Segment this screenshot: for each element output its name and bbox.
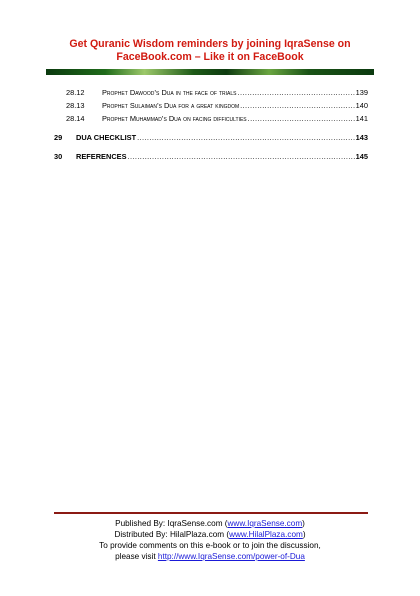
toc-dot-leader — [238, 86, 355, 99]
promo-header-line-1: Get Quranic Wisdom reminders by joining … — [69, 38, 351, 50]
page-footer: Published By: IqraSense.com (www.IqraSen… — [0, 518, 420, 562]
hilalplaza-link[interactable]: www.HilalPlaza.com — [229, 530, 303, 539]
footer-visit-label: please visit — [115, 552, 158, 561]
footer-distributed-suffix: ) — [302, 530, 306, 539]
toc-entry-title: Prophet Muhammad’s Dua on facing difficu… — [102, 114, 247, 123]
toc-entry-number: 28.14 — [66, 114, 85, 123]
toc-entry-number: 30 — [54, 152, 63, 161]
footer-published-line: Published By: IqraSense.com (www.IqraSen… — [0, 518, 420, 529]
toc-entry-page: 140 — [355, 101, 368, 110]
toc-entry-number: 29 — [54, 133, 63, 142]
toc-dot-leader — [248, 112, 355, 125]
toc-entry-title: Prophet Sulaiman’s Dua for a great kingd… — [102, 101, 240, 110]
toc-dot-leader — [240, 99, 355, 112]
footer-published-label: Published By: IqraSense.com ( — [115, 519, 228, 528]
table-of-contents: 28.12 Prophet Dawood’s Dua in the face o… — [54, 86, 368, 163]
toc-entry-page: 139 — [355, 88, 368, 97]
toc-entry-30[interactable]: 30 REFERENCES 145 — [54, 150, 368, 163]
toc-entry-title: Prophet Dawood’s Dua in the face of tria… — [102, 88, 237, 97]
toc-entry-title: REFERENCES — [76, 152, 127, 161]
toc-entry-number: 28.13 — [66, 101, 85, 110]
toc-entry-28-13[interactable]: 28.13 Prophet Sulaiman’s Dua for a great… — [54, 99, 368, 112]
toc-dot-leader — [137, 131, 355, 144]
footer-comments-line: To provide comments on this e-book or to… — [99, 541, 321, 550]
toc-dot-leader — [128, 150, 355, 163]
decorative-banner — [46, 69, 374, 75]
promo-header: Get Quranic Wisdom reminders by joining … — [0, 38, 420, 64]
footer-distributed-line: Distributed By: HilalPlaza.com (www.Hila… — [0, 529, 420, 540]
toc-entry-page: 143 — [355, 133, 368, 142]
toc-entry-28-14[interactable]: 28.14 Prophet Muhammad’s Dua on facing d… — [54, 112, 368, 125]
footer-published-suffix: ) — [302, 519, 305, 528]
promo-header-line-2: FaceBook.com – Like it on FaceBook — [116, 51, 304, 63]
footer-divider — [54, 512, 368, 514]
toc-entry-page: 141 — [355, 114, 368, 123]
toc-entry-title: DUA CHECKLIST — [76, 133, 137, 142]
toc-entry-29[interactable]: 29 DUA CHECKLIST 143 — [54, 131, 368, 144]
footer-distributed-label: Distributed By: HilalPlaza.com ( — [114, 530, 230, 539]
iqrasense-link[interactable]: www.IqraSense.com — [227, 519, 303, 528]
toc-entry-page: 145 — [355, 152, 368, 161]
toc-entry-number: 28.12 — [66, 88, 85, 97]
toc-entry-28-12[interactable]: 28.12 Prophet Dawood’s Dua in the face o… — [54, 86, 368, 99]
power-of-dua-link[interactable]: http://www.IqraSense.com/power-of-Dua — [157, 552, 305, 561]
footer-visit-line: please visit http://www.IqraSense.com/po… — [0, 551, 420, 562]
